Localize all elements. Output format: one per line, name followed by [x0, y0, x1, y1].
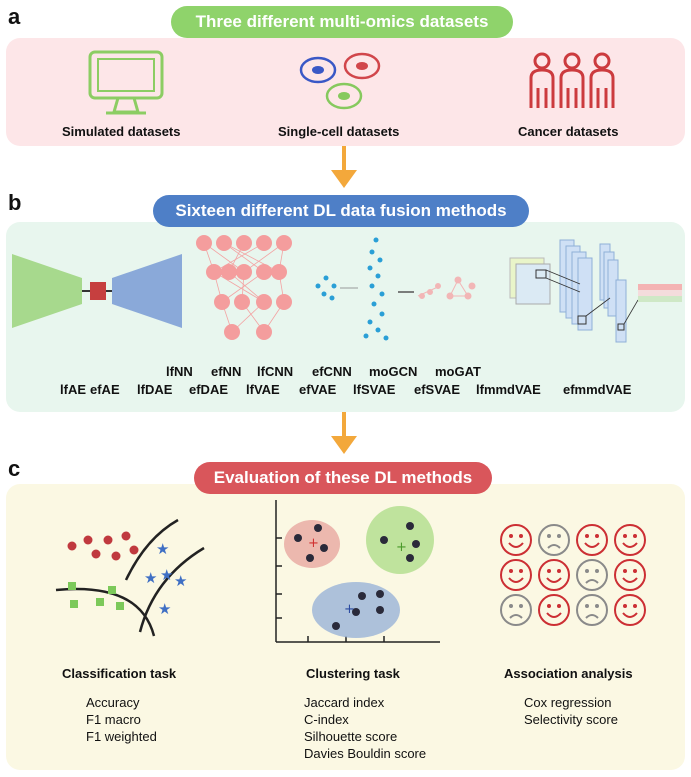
clustering-metrics: Jaccard index C-index Silhouette score D…	[304, 694, 426, 762]
people-icon	[529, 52, 615, 108]
svg-text:+: +	[344, 602, 355, 617]
panel-b-title: Sixteen different DL data fusion methods	[153, 195, 529, 227]
method-label: efSVAE	[414, 382, 460, 397]
metric-item: F1 weighted	[86, 729, 157, 744]
classification-icon: ★★★★★	[55, 518, 205, 637]
happy-face-icon	[614, 559, 646, 591]
method-label: efVAE	[299, 382, 337, 397]
method-label: lfNN	[166, 364, 193, 379]
classification-task-label: Classification task	[62, 666, 177, 681]
sad-face-icon	[576, 559, 608, 591]
autoencoder-icon	[12, 254, 182, 328]
panel-a-letter: a	[8, 4, 21, 29]
happy-face-icon	[500, 559, 532, 591]
svg-text:★: ★	[144, 569, 157, 587]
svg-text:+: +	[396, 540, 407, 555]
method-label: lfVAE	[246, 382, 280, 397]
faces-grid-icon	[500, 524, 646, 626]
svg-text:★: ★	[160, 566, 173, 584]
graph-network-icon	[315, 237, 476, 341]
method-label: efmmdVAE	[563, 382, 632, 397]
method-label: lfAE	[60, 382, 86, 397]
metric-item: Selectivity score	[524, 712, 618, 727]
method-label: moGCN	[369, 364, 418, 379]
association-metrics: Cox regression Selectivity score	[524, 694, 618, 728]
method-label: efNN	[211, 364, 242, 379]
happy-face-icon	[614, 524, 646, 556]
method-label: efDAE	[189, 382, 229, 397]
down-arrow-icon	[331, 146, 357, 188]
metric-item: Davies Bouldin score	[304, 746, 427, 761]
classification-metrics: Accuracy F1 macro F1 weighted	[86, 694, 157, 745]
happy-face-icon	[538, 594, 570, 626]
cnn-icon	[509, 239, 682, 343]
metric-item: Silhouette score	[304, 729, 398, 744]
panel-c-letter: c	[8, 456, 21, 481]
svg-text:★: ★	[158, 600, 171, 618]
svg-text:★: ★	[156, 540, 169, 558]
sad-face-icon	[500, 594, 532, 626]
cancer-datasets-label: Cancer datasets	[518, 124, 619, 139]
association-analysis-label: Association analysis	[504, 666, 633, 681]
method-label: lfmmdVAE	[476, 382, 541, 397]
method-label: efAE	[90, 382, 120, 397]
sad-face-icon	[576, 594, 608, 626]
happy-face-icon	[538, 559, 570, 591]
method-label: lfDAE	[137, 382, 173, 397]
happy-face-icon	[500, 524, 532, 556]
metric-item: F1 macro	[86, 712, 141, 727]
metric-item: C-index	[304, 712, 349, 727]
method-label: lfCNN	[257, 364, 294, 379]
method-label: moGAT	[435, 364, 481, 379]
panel-a-title: Three different multi-omics datasets	[171, 6, 513, 38]
down-arrow-icon	[331, 412, 357, 454]
panel-c-title: Evaluation of these DL methods	[194, 462, 492, 494]
svg-text:★: ★	[174, 572, 187, 590]
clustering-task-label: Clustering task	[306, 666, 400, 681]
happy-face-icon	[614, 594, 646, 626]
svg-text:+: +	[308, 536, 319, 551]
panel-b-letter: b	[8, 190, 22, 215]
single-cell-datasets-label: Single-cell datasets	[278, 124, 400, 139]
clustering-icon: + + +	[275, 500, 440, 643]
method-label: lfSVAE	[353, 382, 396, 397]
simulated-datasets-label: Simulated datasets	[62, 124, 181, 139]
metric-item: Cox regression	[524, 695, 612, 710]
cells-icon	[299, 52, 381, 110]
method-label: efCNN	[312, 364, 352, 379]
metric-item: Jaccard index	[304, 695, 385, 710]
monitor-icon	[88, 50, 164, 115]
metric-item: Accuracy	[86, 695, 140, 710]
neural-network-icon	[196, 235, 292, 340]
happy-face-icon	[576, 524, 608, 556]
sad-face-icon	[538, 524, 570, 556]
